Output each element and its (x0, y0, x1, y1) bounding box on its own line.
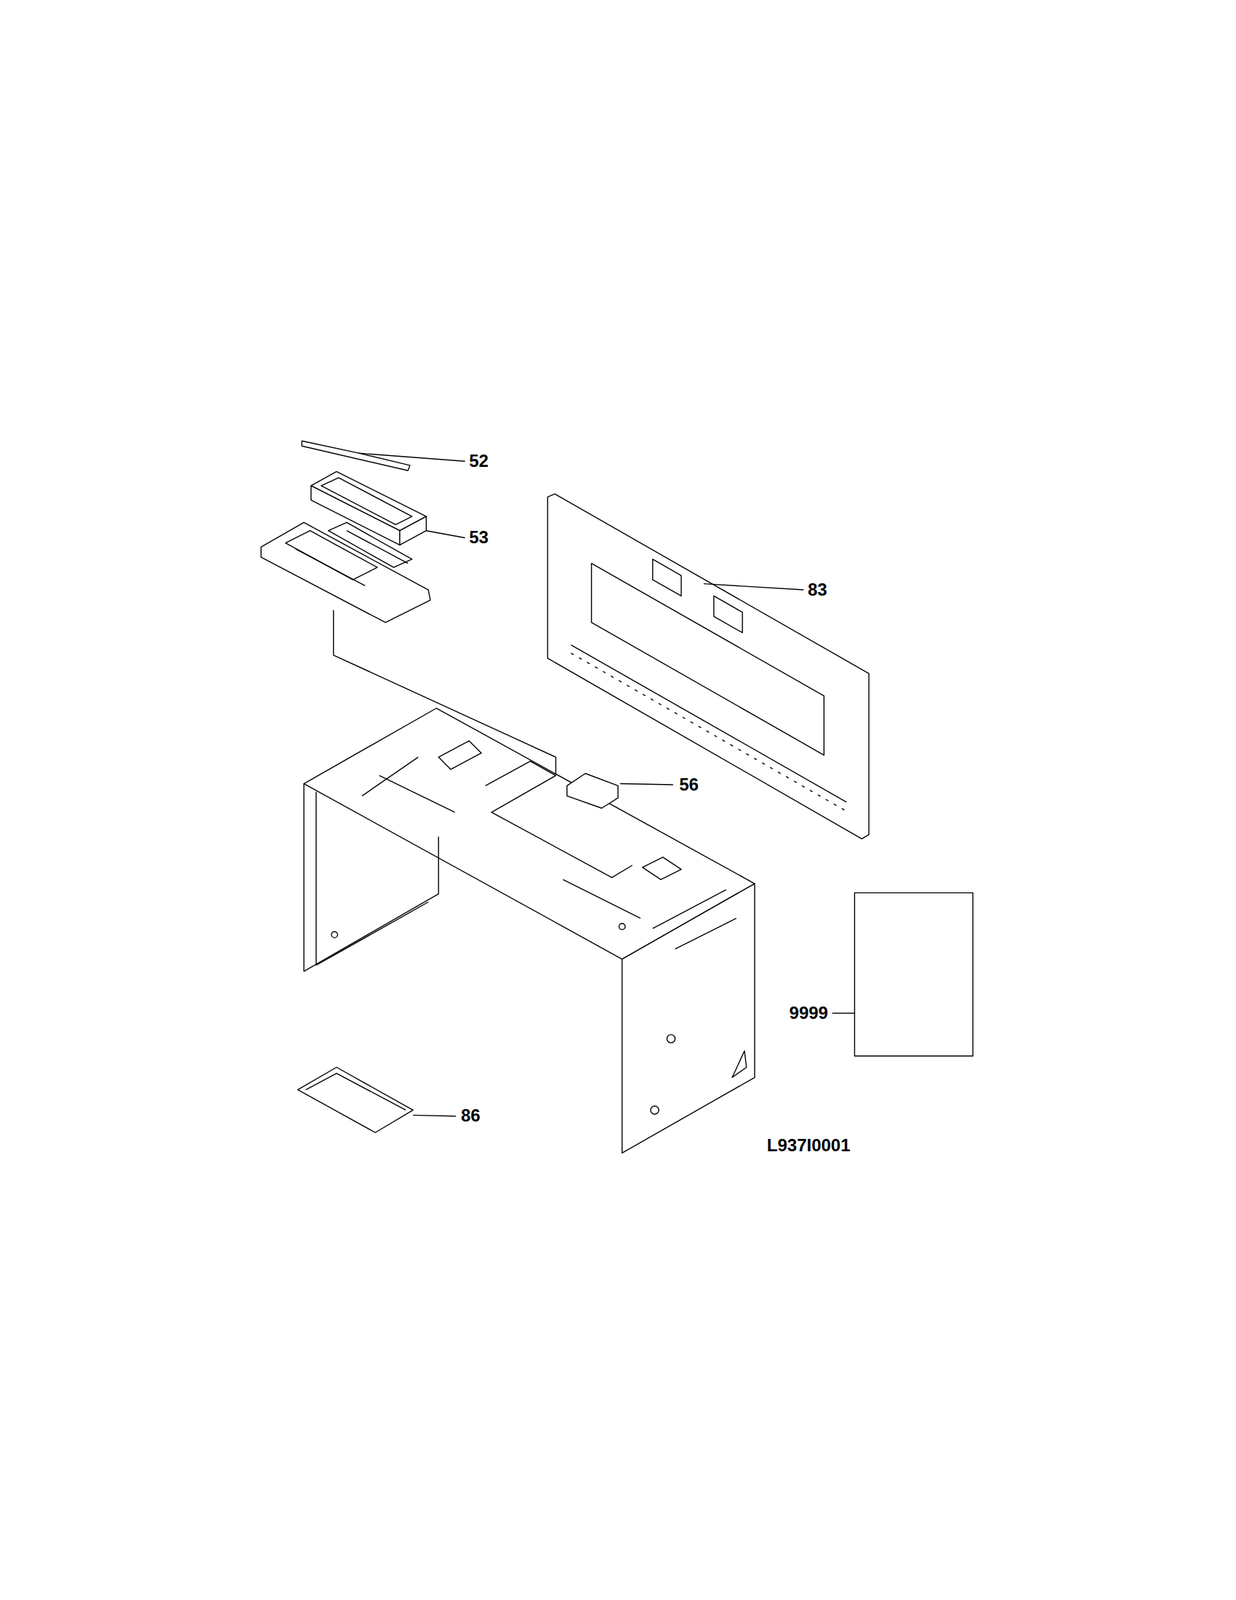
cabinet-side (303, 836, 439, 971)
cabinet-side (303, 783, 304, 972)
cabinet-side (316, 901, 429, 965)
plate-part (328, 522, 413, 568)
leader-line (412, 1114, 456, 1116)
cabinet-top (438, 740, 482, 770)
bracket-part (567, 773, 618, 809)
cabinet-side (315, 791, 317, 965)
hole (666, 1034, 675, 1043)
callout-number: 56 (679, 775, 699, 794)
cabinet-top (303, 708, 755, 959)
cabinet-side (732, 1050, 747, 1077)
callout-number: 83 (807, 580, 828, 599)
leader-line (426, 530, 465, 539)
plate-part (261, 522, 431, 622)
hole (618, 923, 625, 930)
cabinet-side (675, 918, 737, 949)
plate-part (295, 548, 365, 586)
leader-line (832, 1012, 856, 1013)
drawing-number: L937I0001 (767, 1136, 851, 1154)
cabinet-side (622, 883, 755, 1153)
callout-number: 52 (468, 452, 489, 470)
cabinet-top (652, 889, 727, 928)
plate-part (346, 530, 408, 564)
manual-sheet (854, 892, 973, 1056)
hole (650, 1105, 659, 1114)
mounting-plate (652, 559, 682, 596)
mounting-plate (591, 563, 825, 756)
tray-part (321, 477, 413, 525)
mounting-plate (713, 595, 743, 632)
parts-bag (306, 1073, 406, 1110)
cabinet-top (642, 857, 682, 880)
leader-line (703, 583, 804, 590)
cabinet-top (485, 761, 633, 878)
cabinet-top (562, 879, 641, 918)
callout-number: 9999 (789, 1004, 829, 1022)
hole (331, 931, 338, 938)
leader-line (620, 783, 674, 785)
plate-part (285, 530, 378, 580)
leader-line (359, 452, 466, 461)
cabinet-top (379, 775, 456, 812)
callout-number: 53 (468, 528, 489, 547)
mounting-plate (547, 493, 869, 839)
callout-number: 86 (460, 1106, 481, 1125)
parts-bag (298, 1066, 413, 1133)
mounting-plate (570, 644, 847, 802)
